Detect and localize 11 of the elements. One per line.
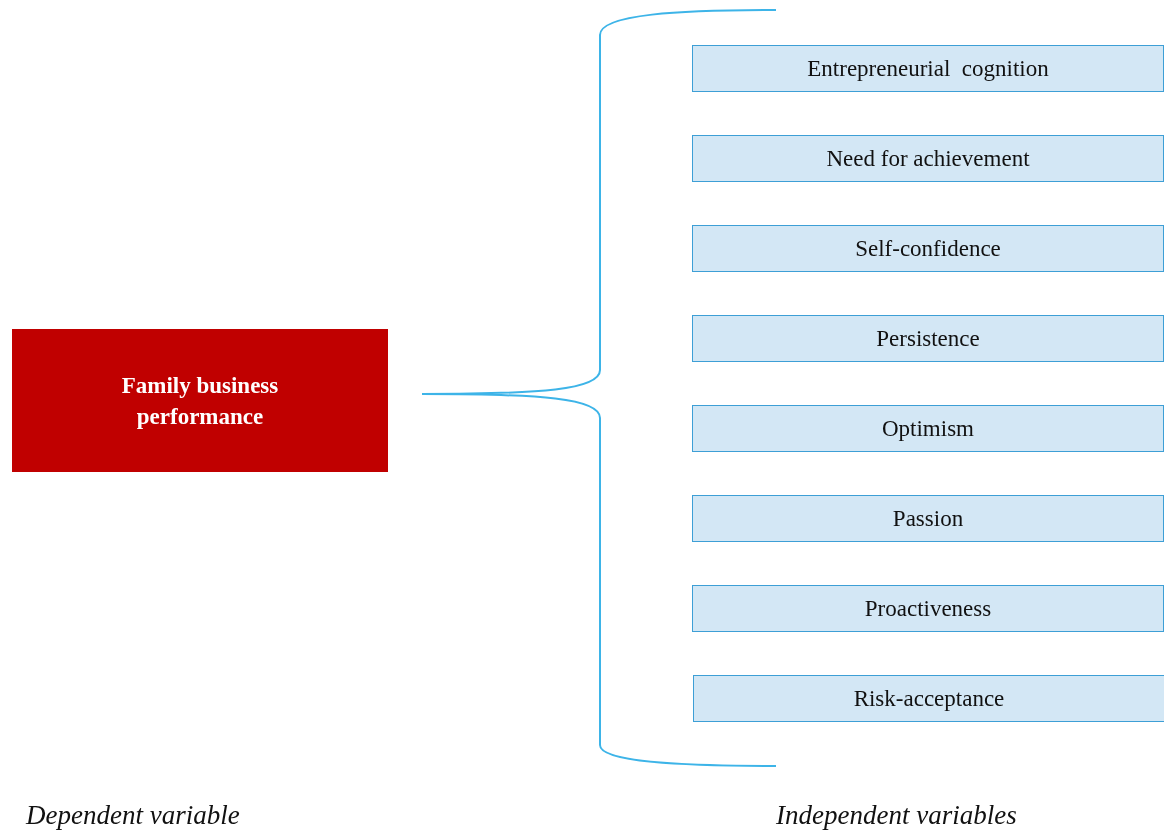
dependent-variable-box: Family business performance: [12, 329, 388, 472]
axis-caption: Independent variables: [776, 800, 1017, 831]
independent-variable-box: Persistence: [692, 315, 1164, 362]
independent-variable-box: Need for achievement: [692, 135, 1164, 182]
independent-variable-box: Optimism: [692, 405, 1164, 452]
independent-variable-box: Self-confidence: [692, 225, 1164, 272]
axis-caption: Dependent variable: [26, 800, 240, 831]
independent-variable-box: Proactiveness: [692, 585, 1164, 632]
independent-variable-box: Passion: [692, 495, 1164, 542]
independent-variable-box: Risk-acceptance: [693, 675, 1164, 722]
independent-variable-box: Entrepreneurial cognition: [692, 45, 1164, 92]
